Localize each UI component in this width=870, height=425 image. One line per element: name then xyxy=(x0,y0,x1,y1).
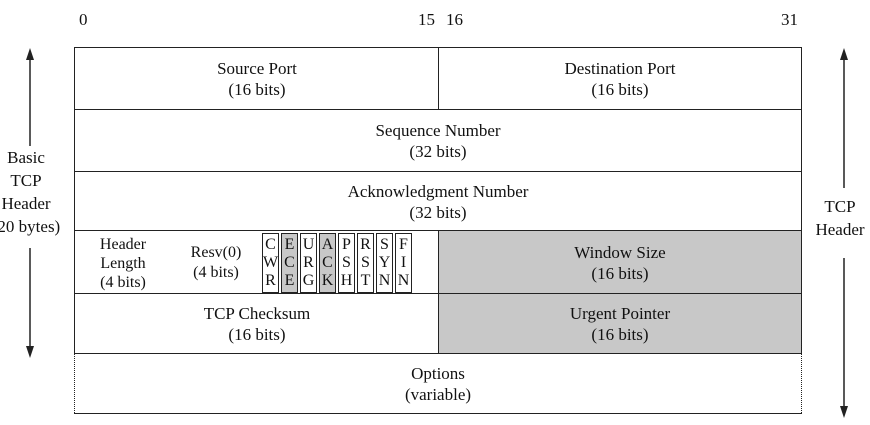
header-length-line1: Header xyxy=(99,235,147,253)
options-bits: (variable) xyxy=(404,385,472,404)
ack-number-name: Acknowledgment Number xyxy=(347,181,529,201)
bit-label-15: 15 xyxy=(418,10,435,29)
resv-bits: (4 bits) xyxy=(193,264,239,281)
grid-line xyxy=(74,413,802,414)
grid-line xyxy=(801,47,802,354)
flag-letter: K xyxy=(321,272,334,289)
flag-letter: R xyxy=(360,236,371,253)
flag-letter: N xyxy=(397,272,410,289)
flag-letter: S xyxy=(380,236,389,253)
grid-line xyxy=(74,171,802,172)
source-port-name: Source Port xyxy=(217,59,297,78)
grid-line xyxy=(438,230,439,354)
window-size-bits: (16 bits) xyxy=(591,263,649,283)
tcp-header-label: TCP Header xyxy=(815,197,865,239)
flag-letter: C xyxy=(322,254,333,271)
options-field: Options (variable) xyxy=(75,355,801,413)
basic-header-arrow xyxy=(26,48,34,358)
header-length-line2: Length xyxy=(100,254,146,272)
tcp-header-arrow xyxy=(840,48,848,418)
flag-letter: T xyxy=(360,272,371,289)
window-size-name: Window Size xyxy=(574,242,666,262)
tcp-checksum-field: TCP Checksum (16 bits) xyxy=(75,294,439,354)
sequence-number-name: Sequence Number xyxy=(375,121,501,140)
urgent-pointer-name: Urgent Pointer xyxy=(569,304,671,323)
destination-port-field: Destination Port (16 bits) xyxy=(439,48,801,110)
flag-letter: W xyxy=(262,254,279,271)
flag-letter: N xyxy=(378,272,391,289)
flag-letter: R xyxy=(303,254,314,271)
flag-letter: G xyxy=(302,272,315,289)
basic-tcp-header-label: Basic TCP Header (20 bytes) xyxy=(0,146,74,238)
ack-number-field: Acknowledgment Number (32 bits) xyxy=(75,172,801,231)
flag-letter: U xyxy=(302,236,315,253)
flag-letter: A xyxy=(321,236,334,253)
options-dotted-right xyxy=(801,354,802,413)
flag-letter: C xyxy=(284,254,295,271)
urgent-pointer-bits: (16 bits) xyxy=(591,325,649,344)
destination-port-name: Destination Port xyxy=(564,59,676,78)
header-length-bits: (4 bits) xyxy=(100,273,146,291)
flag-letter: E xyxy=(284,236,295,253)
options-dotted-left xyxy=(74,354,75,413)
flag-letter: S xyxy=(361,254,370,271)
window-size-field: Window Size (16 bits) xyxy=(439,231,801,294)
destination-port-bits: (16 bits) xyxy=(591,80,649,99)
bit-label-31: 31 xyxy=(781,10,798,29)
flag-letter: E xyxy=(284,272,295,289)
grid-line xyxy=(74,47,75,354)
ack-number-bits: (32 bits) xyxy=(409,202,467,222)
tcp-checksum-bits: (16 bits) xyxy=(228,325,286,344)
resv-field: Resv(0) (4 bits) xyxy=(172,233,260,293)
flag-letter: F xyxy=(399,236,408,253)
bit-label-16: 16 xyxy=(446,10,463,29)
flag-letter: P xyxy=(342,236,351,253)
header-length-field: Header Length (4 bits) xyxy=(79,233,167,293)
options-name: Options xyxy=(411,364,465,383)
source-port-field: Source Port (16 bits) xyxy=(75,48,439,110)
bit-label-0: 0 xyxy=(79,10,88,29)
flag-letter: S xyxy=(342,254,351,271)
flag-letter: R xyxy=(265,272,276,289)
flag-letter: Y xyxy=(378,254,391,271)
flag-letter: H xyxy=(340,272,353,289)
source-port-bits: (16 bits) xyxy=(228,80,286,99)
flag-letter: I xyxy=(400,254,407,271)
urgent-pointer-field: Urgent Pointer (16 bits) xyxy=(439,294,801,354)
sequence-number-bits: (32 bits) xyxy=(409,142,467,161)
grid-line xyxy=(438,47,439,110)
sequence-number-field: Sequence Number (32 bits) xyxy=(75,110,801,172)
tcp-checksum-name: TCP Checksum xyxy=(203,304,311,323)
flag-letter: C xyxy=(265,236,276,253)
resv-name: Resv(0) xyxy=(190,244,242,261)
